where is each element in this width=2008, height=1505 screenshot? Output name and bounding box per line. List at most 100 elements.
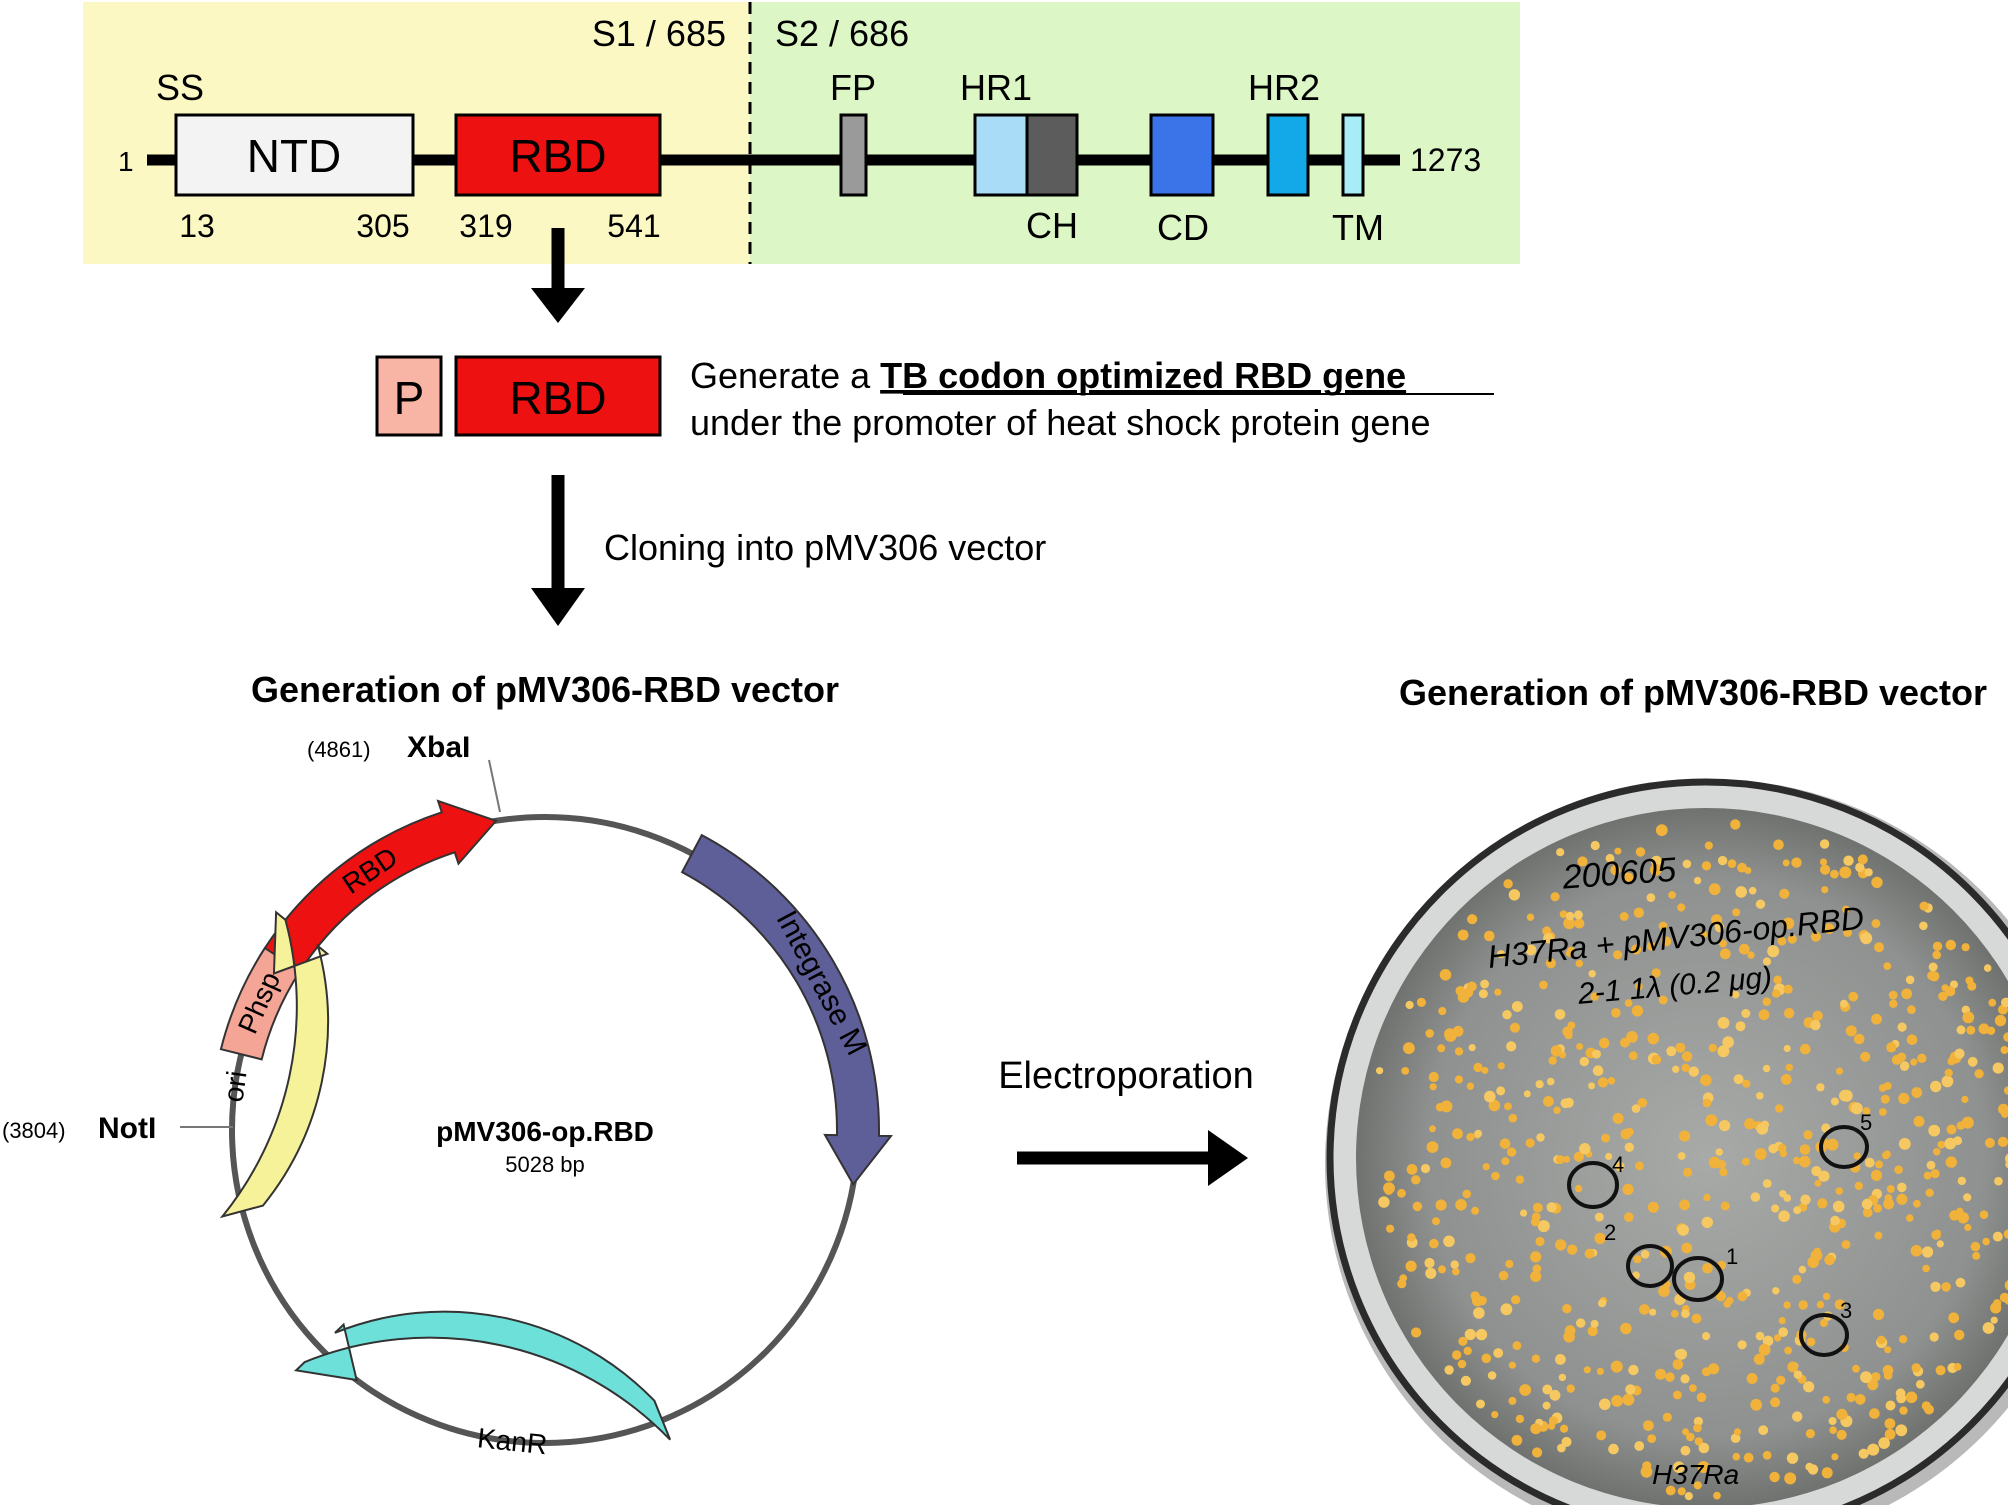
colony xyxy=(1783,1044,1791,1053)
colony xyxy=(1862,1207,1873,1218)
colony xyxy=(1783,1008,1795,1019)
colony xyxy=(1719,1168,1728,1177)
colony xyxy=(1773,975,1782,985)
colony xyxy=(1553,1106,1561,1114)
colony xyxy=(1783,984,1793,994)
colony xyxy=(1633,1255,1642,1264)
colony xyxy=(1610,1360,1623,1373)
colony xyxy=(1805,1429,1815,1439)
colony xyxy=(1536,1133,1545,1142)
colony xyxy=(1682,1428,1689,1436)
colony xyxy=(1963,1193,1972,1202)
colony xyxy=(1697,1461,1710,1473)
colony xyxy=(1919,921,1928,931)
feature-label-kanr: KanR xyxy=(476,1422,549,1460)
colony xyxy=(1883,962,1892,970)
xbai-position: (4861) xyxy=(307,737,371,762)
colony xyxy=(1835,1067,1844,1075)
construct-rbd-box xyxy=(454,355,662,437)
colony xyxy=(1717,1045,1730,1058)
colony xyxy=(1845,1025,1857,1037)
colony xyxy=(1594,1212,1604,1222)
colony xyxy=(1722,1036,1734,1048)
colony xyxy=(1930,1281,1941,1293)
colony xyxy=(1792,1156,1801,1165)
colony xyxy=(1567,1244,1578,1255)
colony xyxy=(1619,912,1629,921)
colony xyxy=(1894,1165,1903,1174)
colony xyxy=(1622,1393,1635,1406)
colony xyxy=(1713,1491,1721,1500)
colony xyxy=(1879,1108,1887,1116)
colony xyxy=(1928,962,1938,972)
colony xyxy=(1481,1066,1489,1074)
colony xyxy=(1655,824,1668,837)
colony xyxy=(1508,1396,1517,1405)
colony xyxy=(1871,1013,1882,1025)
colony xyxy=(1482,1163,1490,1171)
colony xyxy=(1756,1092,1764,1100)
ntd-domain xyxy=(174,113,415,197)
colony xyxy=(1993,1299,2002,1308)
colony xyxy=(1929,1332,1939,1342)
colony xyxy=(1548,1056,1557,1065)
colony xyxy=(1503,879,1513,889)
colony xyxy=(1772,989,1781,998)
colony xyxy=(1947,1057,1956,1066)
colony xyxy=(2001,997,2008,1008)
colony xyxy=(1930,1080,1942,1093)
colony xyxy=(2003,1032,2008,1042)
cloning-label: Cloning into pMV306 vector xyxy=(604,527,1046,568)
colony xyxy=(1922,1264,1930,1273)
colony xyxy=(1955,1277,1966,1288)
colony xyxy=(1480,979,1489,989)
colony xyxy=(1735,1021,1746,1032)
colony xyxy=(1986,1026,1996,1036)
mark-label-1: 4 xyxy=(1612,1152,1624,1177)
colony xyxy=(1567,1021,1576,1030)
colony xyxy=(1855,1394,1866,1405)
colony xyxy=(1686,1432,1695,1442)
colony xyxy=(1634,1441,1645,1451)
ntd-label: NTD xyxy=(247,130,342,182)
colony xyxy=(1590,992,1599,1001)
feature-kanr xyxy=(293,1310,672,1441)
colony xyxy=(1830,1097,1839,1106)
colony xyxy=(1532,1447,1543,1458)
colony xyxy=(1677,1224,1689,1236)
colony xyxy=(1574,918,1585,929)
colony xyxy=(1723,1300,1731,1308)
colony xyxy=(1799,1155,1811,1168)
colony xyxy=(1750,1398,1763,1411)
colony xyxy=(1425,1029,1434,1038)
colony xyxy=(1954,1048,1965,1059)
colony xyxy=(1452,1350,1462,1360)
colony xyxy=(1895,1424,1908,1437)
description-emphasis: TB codon optimized RBD gene xyxy=(880,355,1406,396)
colony xyxy=(1780,1074,1792,1085)
colony xyxy=(1458,1336,1468,1346)
colony xyxy=(1673,1461,1685,1473)
colony xyxy=(1628,1364,1639,1376)
colony xyxy=(1681,1309,1690,1318)
agar-plate: Generation of pMV306-RBD vector 200605 H… xyxy=(1325,672,2008,1505)
colony xyxy=(1397,1188,1406,1198)
colony xyxy=(1906,1034,1918,1045)
colony xyxy=(1543,933,1554,944)
colony xyxy=(1867,1379,1879,1391)
colony xyxy=(1384,1170,1395,1182)
colony xyxy=(1932,941,1943,951)
colony xyxy=(1948,1312,1960,1324)
colony xyxy=(1550,892,1560,902)
colony xyxy=(1411,1327,1422,1338)
colony xyxy=(1988,998,1997,1007)
colony xyxy=(1647,1201,1659,1213)
colony xyxy=(1491,1411,1499,1419)
colony xyxy=(1563,1097,1574,1108)
colony xyxy=(1828,1417,1837,1425)
colony xyxy=(1640,1250,1650,1259)
colony xyxy=(1816,1083,1825,1092)
colony xyxy=(1744,867,1752,874)
colony xyxy=(1855,862,1865,873)
colony xyxy=(1463,987,1474,998)
